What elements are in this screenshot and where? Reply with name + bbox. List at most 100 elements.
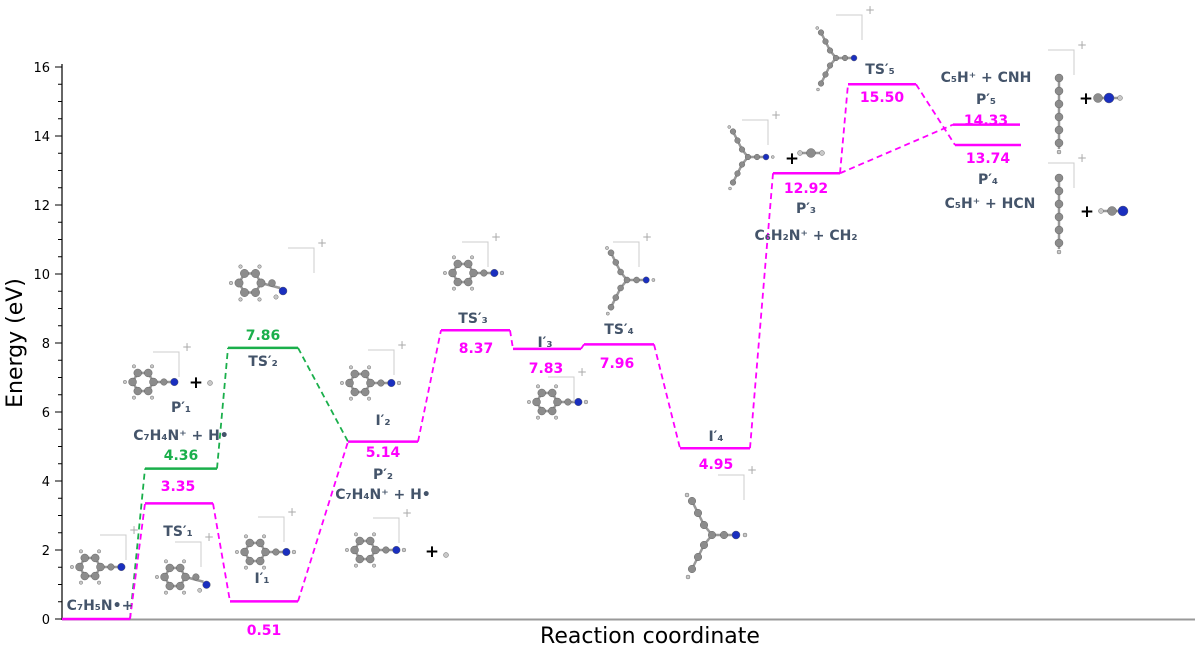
charge-plus: + (865, 3, 875, 17)
atom (806, 148, 816, 158)
atom (272, 548, 280, 556)
y-tick-label: 10 (33, 268, 50, 283)
atom (202, 580, 211, 589)
atom (612, 294, 620, 301)
connection-i1-i2 (297, 441, 349, 602)
atom (367, 365, 371, 370)
connection-p3-p5 (839, 123, 954, 175)
atom (361, 369, 370, 379)
molecule-structures: ++++++++++++++++++++ (70, 3, 1129, 595)
connections (129, 83, 956, 620)
connection-p1-ts2 (216, 347, 229, 469)
atom (617, 268, 624, 276)
atom (762, 153, 770, 161)
charge-bracket (288, 247, 315, 273)
atom (350, 369, 359, 379)
connection-ts1-i1 (212, 503, 231, 602)
atom (1056, 149, 1062, 155)
atom (452, 255, 456, 260)
y-tick-label: 12 (33, 199, 50, 214)
atom (688, 497, 697, 506)
atom (606, 311, 610, 316)
atom (354, 563, 358, 568)
energy-value: 4.36 (164, 448, 199, 464)
atom (819, 150, 825, 156)
atom (1103, 92, 1115, 104)
atom (527, 400, 531, 404)
species-label: TS′₂ (248, 354, 277, 370)
atom (235, 550, 239, 554)
atom (176, 563, 185, 573)
molecule-ring: ++ (123, 340, 213, 400)
connection-ts3-i3 (509, 330, 514, 350)
atom (80, 571, 89, 581)
atom (642, 276, 650, 284)
atom (574, 398, 583, 407)
molecule-branched: + (684, 463, 757, 580)
atom (165, 581, 174, 591)
atom (256, 278, 266, 288)
atom (826, 47, 834, 54)
atom (387, 379, 396, 388)
atom (537, 388, 546, 398)
atom (708, 531, 717, 540)
atom (96, 562, 105, 572)
y-tick-label: 8 (42, 337, 50, 352)
molecule-linear-chain: ++ (1048, 38, 1093, 155)
atom (816, 87, 820, 92)
atom (261, 547, 270, 557)
atom (729, 128, 737, 135)
atom (238, 297, 243, 302)
atom (144, 368, 153, 378)
connection-ts4-i4 (653, 344, 681, 449)
atom (181, 572, 190, 582)
species-label: C₇H₅N•+ (67, 598, 134, 614)
molecule-branched: ++ (727, 108, 799, 191)
atom (228, 281, 233, 286)
atom (464, 277, 473, 287)
atom (345, 548, 349, 552)
y-tick-label: 14 (33, 130, 50, 145)
y-tick-label: 0 (42, 613, 50, 628)
connection-ts5-p4 (915, 83, 956, 146)
atom (361, 387, 370, 397)
charge-plus: + (1077, 38, 1087, 52)
species-formula: C₅H⁺ + CNH (941, 70, 1032, 86)
plus-sign: + (1079, 89, 1093, 109)
atom (268, 279, 276, 287)
energy-value: 14.33 (964, 113, 1008, 129)
molecule-ring: + (155, 530, 214, 595)
charge-plus: + (577, 365, 587, 379)
atom (1054, 86, 1064, 96)
atom (80, 553, 89, 563)
atom (117, 563, 126, 572)
atom (742, 532, 748, 538)
charge-plus: + (129, 523, 139, 537)
charge-plus: + (204, 530, 214, 544)
atom (366, 536, 375, 546)
atom (207, 380, 213, 386)
atom (850, 54, 858, 62)
species-label: P′₃ (796, 201, 816, 217)
atom (256, 556, 265, 566)
species-label: I′₁ (254, 571, 269, 587)
atom (377, 379, 385, 387)
atom (349, 396, 353, 401)
charge-plus: + (747, 463, 757, 477)
atom (700, 521, 709, 530)
atom (238, 264, 243, 269)
atom (350, 387, 359, 397)
atom (728, 186, 732, 191)
charge-plus: + (287, 505, 297, 519)
atom (797, 150, 803, 156)
atom (453, 259, 462, 269)
atom (257, 264, 262, 269)
charge-plus: + (491, 230, 501, 244)
atom (607, 303, 615, 311)
species-formula: C₆H₂N⁺ + CH₂ (755, 228, 858, 244)
atom (355, 554, 364, 564)
